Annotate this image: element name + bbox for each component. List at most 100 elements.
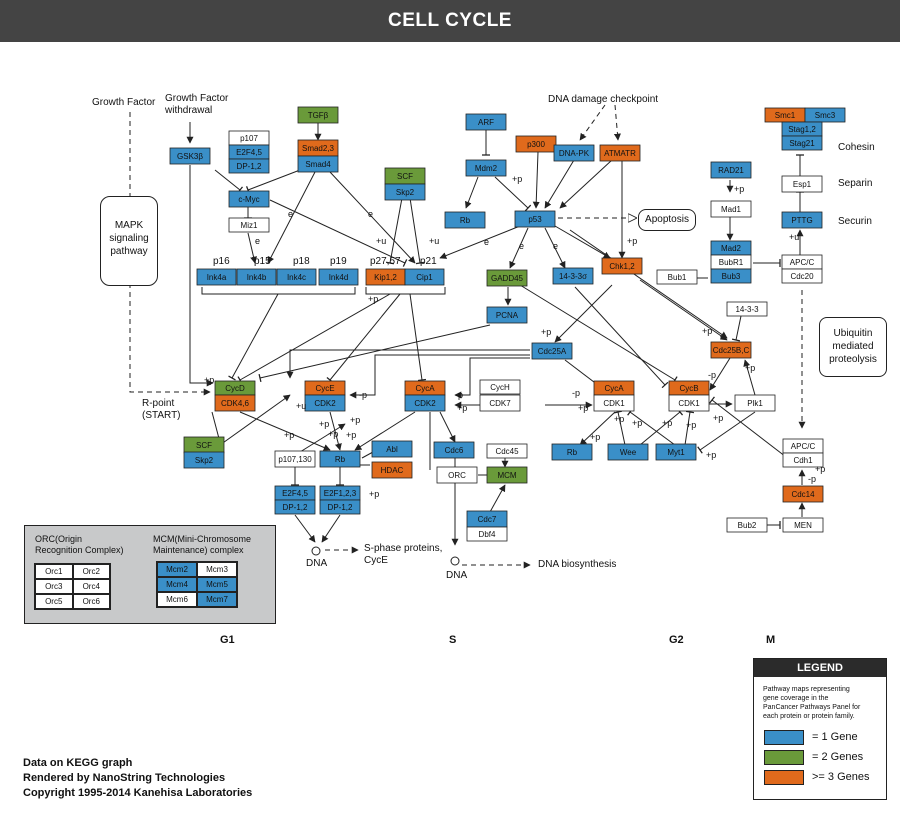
node-cyca2[interactable]: CycA bbox=[593, 380, 635, 396]
node-myt1[interactable]: Myt1 bbox=[655, 443, 697, 461]
node-atmatr[interactable]: ATMATR bbox=[599, 144, 641, 162]
node-cdk2a[interactable]: CDK2 bbox=[304, 394, 346, 412]
node-stag21[interactable]: Stag21 bbox=[781, 135, 823, 151]
node-rb2[interactable]: Rb bbox=[319, 450, 361, 468]
node-bub3[interactable]: Bub3 bbox=[710, 268, 752, 284]
node-cycd[interactable]: CycD bbox=[214, 380, 256, 396]
edge-e2f45-dna bbox=[294, 514, 316, 543]
node-abl[interactable]: Abl bbox=[371, 440, 413, 458]
node-ink4c[interactable]: Ink4c bbox=[276, 268, 317, 286]
node-plk1[interactable]: Plk1 bbox=[734, 394, 776, 412]
node-cdk1b[interactable]: CDK1 bbox=[668, 394, 710, 412]
node-esp1[interactable]: Esp1 bbox=[781, 175, 823, 193]
node-label-atmatr: ATMATR bbox=[604, 149, 636, 158]
edge-label-20: +p bbox=[350, 415, 360, 425]
node-mcm[interactable]: MCM bbox=[486, 466, 528, 484]
node-p107[interactable]: p107 bbox=[228, 130, 270, 146]
node-cyce[interactable]: CycE bbox=[304, 380, 346, 396]
node-chk12[interactable]: Chk1,2 bbox=[601, 257, 643, 275]
node-skp2a[interactable]: Skp2 bbox=[384, 183, 426, 201]
node-cdk7[interactable]: CDK7 bbox=[479, 394, 521, 412]
node-dp12b[interactable]: DP-1,2 bbox=[274, 499, 316, 515]
node-label-cyca1: CycA bbox=[415, 384, 435, 393]
node-p53[interactable]: p53 bbox=[514, 210, 556, 228]
node-gadd45[interactable]: GADD45 bbox=[486, 269, 528, 287]
node-skp2b[interactable]: Skp2 bbox=[183, 451, 225, 469]
node-cdc45[interactable]: Cdc45 bbox=[486, 443, 528, 459]
node-p107130[interactable]: p107,130 bbox=[274, 450, 316, 468]
node-cyca1[interactable]: CycA bbox=[404, 380, 446, 396]
node-cycb[interactable]: CycB bbox=[668, 380, 710, 396]
node-rad21[interactable]: RAD21 bbox=[710, 161, 752, 179]
node-label-bub3: Bub3 bbox=[722, 272, 741, 281]
node-p300[interactable]: p300 bbox=[515, 135, 557, 153]
edge-dd-dnapk bbox=[579, 104, 606, 141]
node-b1433b[interactable]: 14-3-3 bbox=[726, 301, 768, 317]
node-cip1[interactable]: Cip1 bbox=[404, 268, 445, 286]
node-mdm2[interactable]: Mdm2 bbox=[465, 159, 507, 177]
node-label-miz1: Miz1 bbox=[241, 221, 258, 230]
node-cdk1a[interactable]: CDK1 bbox=[593, 394, 635, 412]
node-men[interactable]: MEN bbox=[782, 517, 824, 533]
node-label-skp2a: Skp2 bbox=[396, 188, 415, 197]
node-b1433a[interactable]: 14-3-3σ bbox=[552, 267, 594, 285]
node-label-ink4a: Ink4a bbox=[207, 273, 227, 282]
node-arf[interactable]: ARF bbox=[465, 113, 507, 131]
node-smc1[interactable]: Smc1 bbox=[764, 107, 806, 123]
node-cdc25bc[interactable]: Cdc25B,C bbox=[710, 341, 752, 359]
node-ink4b[interactable]: Ink4b bbox=[236, 268, 277, 286]
node-cdc25a[interactable]: Cdc25A bbox=[531, 342, 573, 360]
node-e2f45a[interactable]: E2F4,5 bbox=[228, 144, 270, 160]
node-label-hdac: HDAC bbox=[381, 466, 404, 475]
node-e2f45b[interactable]: E2F4,5 bbox=[274, 485, 316, 501]
node-dp12c[interactable]: DP-1,2 bbox=[319, 499, 361, 515]
node-kip12[interactable]: Kip1,2 bbox=[365, 268, 406, 286]
node-label-e2f45b: E2F4,5 bbox=[282, 489, 308, 498]
edge-label-25: +p bbox=[369, 489, 379, 499]
node-orc[interactable]: ORC bbox=[436, 466, 478, 484]
node-rb3[interactable]: Rb bbox=[551, 443, 593, 461]
node-scf2[interactable]: SCF bbox=[183, 436, 225, 454]
node-pttg[interactable]: PTTG bbox=[781, 211, 823, 229]
edge-label-24: +p bbox=[457, 403, 467, 413]
node-cdc14[interactable]: Cdc14 bbox=[782, 485, 824, 503]
node-pcna[interactable]: PCNA bbox=[486, 306, 528, 324]
node-e2f123[interactable]: E2F1,2,3 bbox=[319, 485, 361, 501]
node-ink4d[interactable]: Ink4d bbox=[318, 268, 359, 286]
node-cdk2b[interactable]: CDK2 bbox=[404, 394, 446, 412]
node-tgfb[interactable]: TGFβ bbox=[297, 106, 339, 124]
node-cdh1[interactable]: Cdh1 bbox=[782, 452, 824, 468]
node-smad4[interactable]: Smad4 bbox=[297, 155, 339, 173]
node-apcc1[interactable]: APC/C bbox=[781, 254, 823, 270]
node-dnapk[interactable]: DNA-PK bbox=[553, 144, 595, 162]
node-mad1[interactable]: Mad1 bbox=[710, 200, 752, 218]
node-cdc6[interactable]: Cdc6 bbox=[433, 441, 475, 459]
node-stag12[interactable]: Stag1,2 bbox=[781, 121, 823, 137]
node-smc3[interactable]: Smc3 bbox=[804, 107, 846, 123]
node-bubr1[interactable]: BubR1 bbox=[710, 254, 752, 270]
node-cdc7[interactable]: Cdc7 bbox=[466, 510, 508, 528]
node-label-cych: CycH bbox=[490, 383, 510, 392]
node-scf1[interactable]: SCF bbox=[384, 167, 426, 185]
node-bub1[interactable]: Bub1 bbox=[656, 269, 698, 285]
node-cdc20[interactable]: Cdc20 bbox=[781, 268, 823, 284]
edge-label-37: +p bbox=[815, 464, 825, 474]
node-cmyc[interactable]: c-Myc bbox=[228, 190, 270, 208]
edge-p300-p53 bbox=[532, 151, 540, 209]
node-apcc2[interactable]: APC/C bbox=[782, 438, 824, 454]
node-cdk46[interactable]: CDK4,6 bbox=[214, 394, 256, 412]
node-rb1[interactable]: Rb bbox=[444, 211, 486, 229]
node-bub2[interactable]: Bub2 bbox=[726, 517, 768, 533]
node-gsk3b[interactable]: GSK3β bbox=[169, 147, 211, 165]
node-smad23[interactable]: Smad2,3 bbox=[297, 139, 339, 157]
node-hdac[interactable]: HDAC bbox=[371, 461, 413, 479]
edge-dnapk-p53 bbox=[544, 159, 575, 209]
node-mad2[interactable]: Mad2 bbox=[710, 240, 752, 256]
node-miz1[interactable]: Miz1 bbox=[228, 217, 270, 233]
node-ink4a[interactable]: Ink4a bbox=[196, 268, 237, 286]
node-dp12a[interactable]: DP-1,2 bbox=[228, 158, 270, 174]
edge-cmyc-cip1 bbox=[269, 199, 408, 267]
node-cych[interactable]: CycH bbox=[479, 379, 521, 395]
node-dbf4[interactable]: Dbf4 bbox=[466, 526, 508, 542]
node-wee[interactable]: Wee bbox=[607, 443, 649, 461]
